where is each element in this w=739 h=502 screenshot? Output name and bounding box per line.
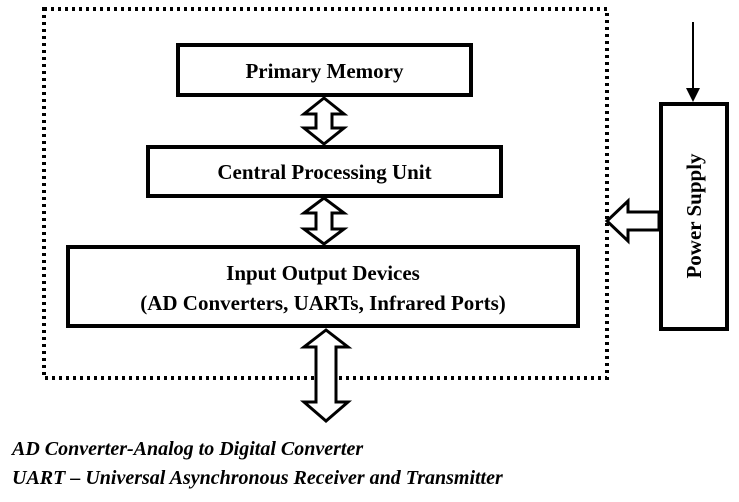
- primary-memory-label: Primary Memory: [245, 59, 404, 83]
- io-external-double-arrow: [299, 328, 353, 423]
- memory-cpu-double-arrow: [299, 96, 349, 146]
- footnote-uart: UART – Universal Asynchronous Receiver a…: [12, 467, 503, 489]
- io-devices-sublabel: (AD Converters, UARTs, Infrared Ports): [140, 291, 506, 315]
- footnote-ad-converter: AD Converter-Analog to Digital Converter: [12, 438, 364, 460]
- power-input-arrow: [686, 22, 700, 102]
- power-feed-arrow: [604, 197, 661, 245]
- cpu-io-double-arrow: [299, 196, 349, 246]
- power-supply-label: Power Supply: [682, 153, 706, 279]
- primary-memory-block: Primary Memory: [176, 43, 473, 97]
- io-devices-label: Input Output Devices: [226, 261, 420, 285]
- power-supply-block: Power Supply: [659, 102, 729, 331]
- cpu-label: Central Processing Unit: [217, 160, 431, 184]
- io-devices-block: Input Output Devices (AD Converters, UAR…: [66, 245, 580, 328]
- cpu-block: Central Processing Unit: [146, 145, 503, 198]
